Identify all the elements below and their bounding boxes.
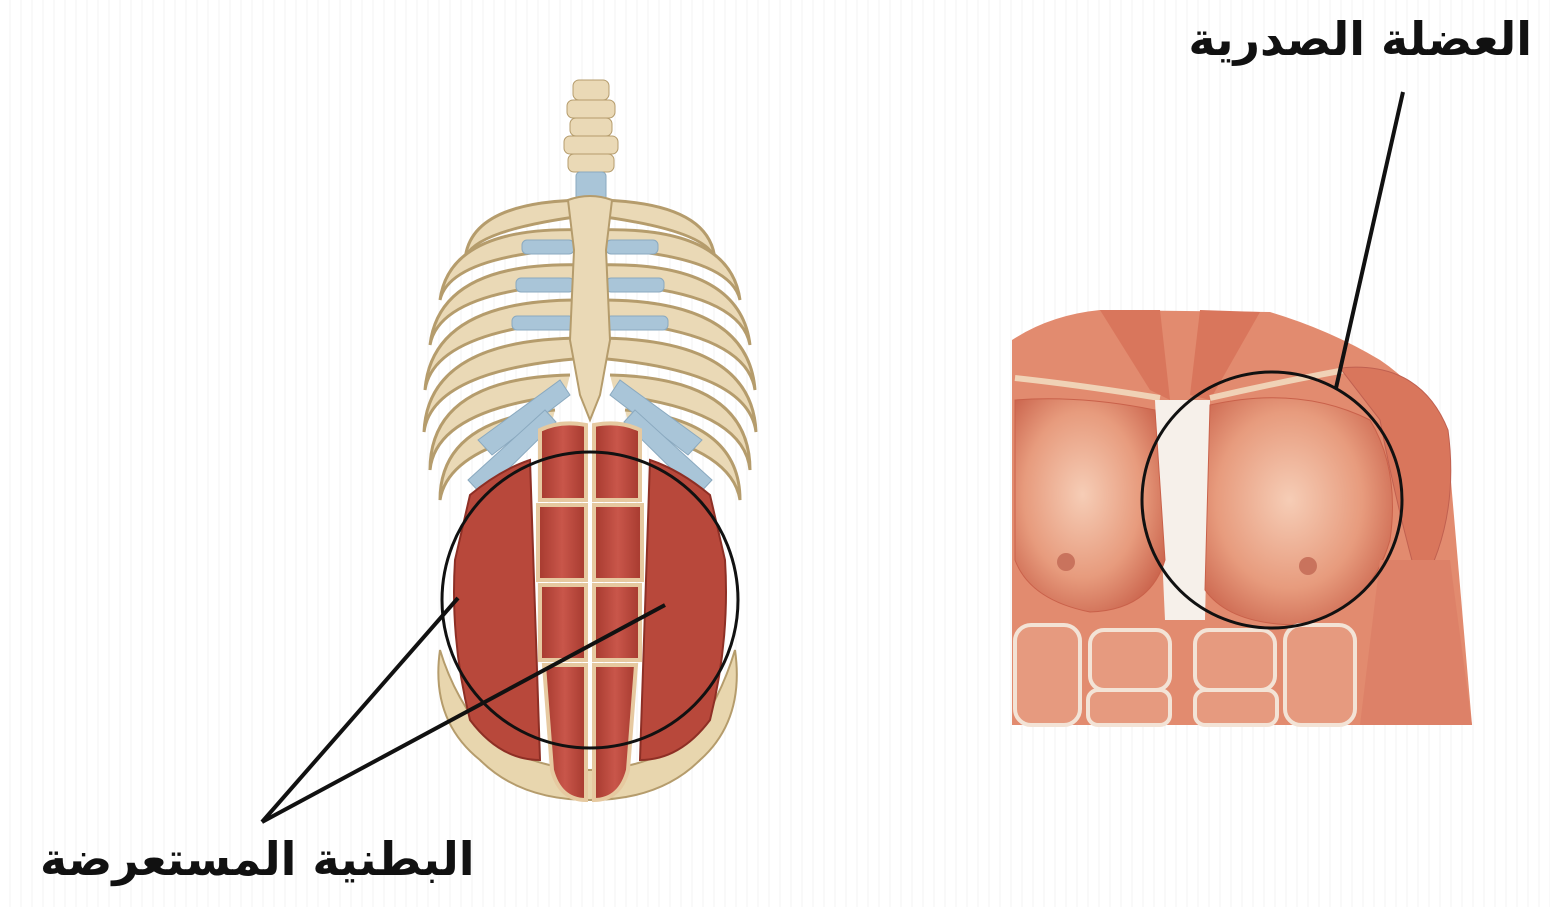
- pectoral-label: العضلة الصدرية: [1188, 12, 1532, 66]
- pec-leader-line: [1336, 92, 1403, 388]
- cervical-spine: [564, 80, 618, 202]
- sternum: [568, 196, 612, 420]
- chest-illustration: [1012, 310, 1472, 725]
- ribcage-illustration: [424, 80, 756, 800]
- transverse-abdominis-label: البطنية المستعرضة: [40, 832, 474, 886]
